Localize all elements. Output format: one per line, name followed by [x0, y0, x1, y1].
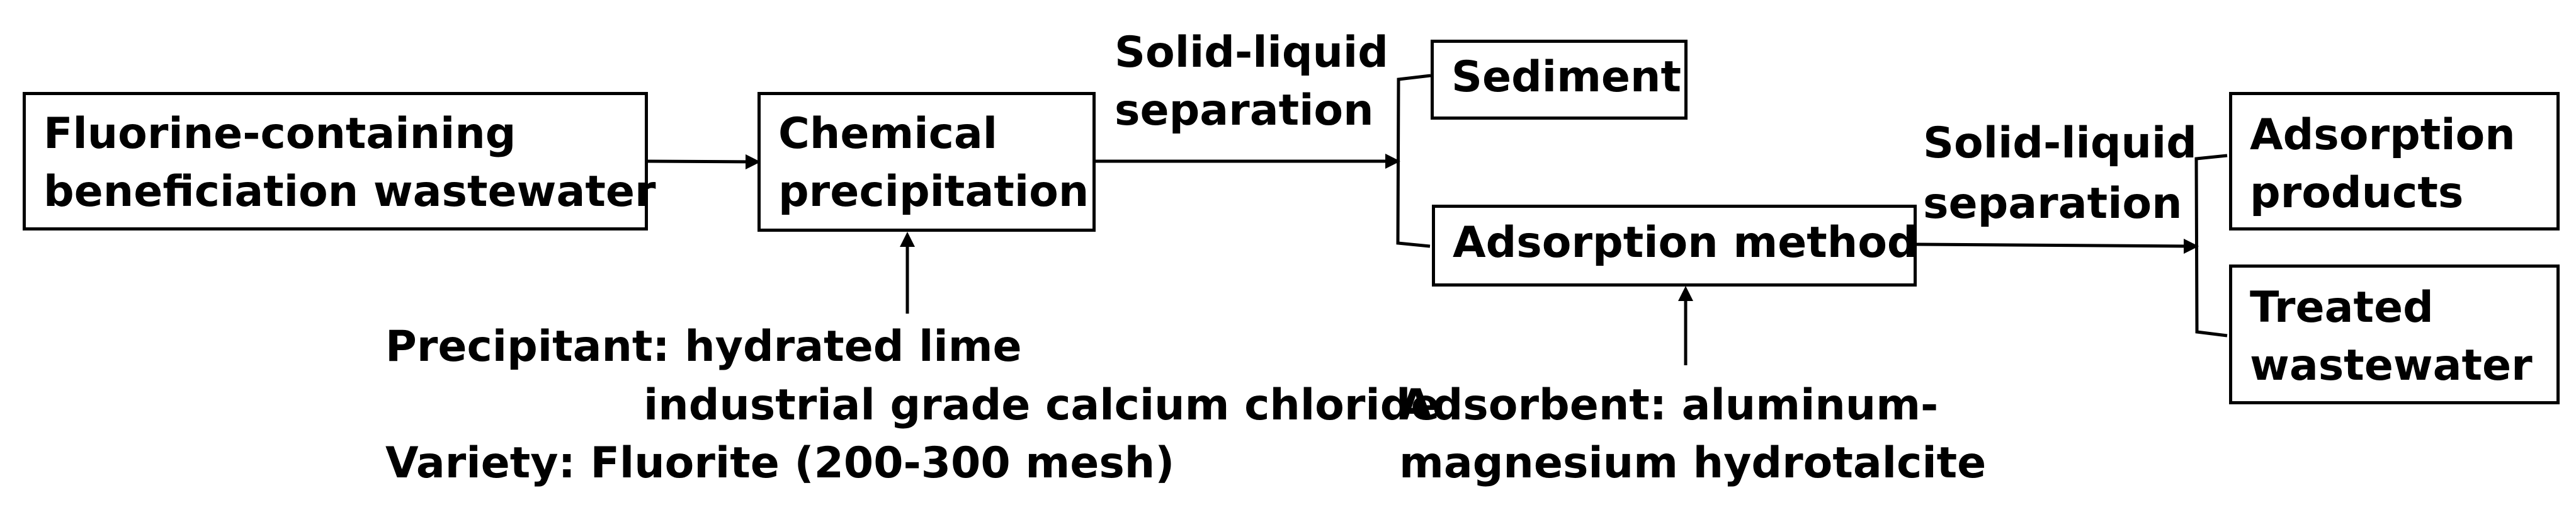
node-sediment: Sediment	[1431, 40, 1688, 120]
node-treated-wastewater-line1: Treated	[2250, 283, 2434, 333]
label-variety: Variety: Fluorite (200-300 mesh)	[385, 438, 1175, 488]
arrowhead-precipitation	[746, 154, 761, 169]
arrowhead-separation-2	[2184, 239, 2199, 254]
node-adsorption-products: Adsorption products	[2229, 92, 2560, 230]
bracket-separation-2	[2194, 154, 2228, 338]
node-chemical-precipitation-line2: precipitation	[778, 167, 1089, 217]
label-precipitant-calcium-chloride: industrial grade calcium chloride	[644, 380, 1440, 430]
node-treated-wastewater-line2: wastewater	[2250, 341, 2533, 390]
node-treated-wastewater: Treated wastewater	[2229, 265, 2560, 404]
label-separation-1-line1: Solid-liquid	[1115, 28, 1388, 77]
label-precipitant: Precipitant: hydrated lime	[385, 322, 1022, 372]
node-adsorption-products-line1: Adsorption	[2250, 110, 2516, 160]
bracket-separation-1	[1396, 74, 1431, 248]
node-adsorption-method: Adsorption method	[1432, 205, 1918, 287]
arrow-adsorption-to-separation	[1914, 242, 2193, 248]
label-separation-2-line1: Solid-liquid	[1923, 118, 2197, 168]
arrowhead-precipitant	[900, 232, 915, 247]
node-sediment-label: Sediment	[1451, 52, 1681, 102]
node-wastewater: Fluorine-containing beneficiation wastew…	[23, 92, 656, 230]
label-separation-2-line2: separation	[1923, 179, 2182, 229]
arrowhead-adsorbent	[1678, 286, 1693, 301]
label-adsorbent: Adsorbent: aluminum-	[1399, 380, 1939, 430]
node-wastewater-line2: beneficiation wastewater	[43, 167, 656, 217]
arrow-wastewater-to-precipitation	[645, 158, 757, 165]
label-separation-1-line2: separation	[1115, 86, 1374, 135]
node-adsorption-method-label: Adsorption method	[1453, 218, 1918, 268]
node-adsorption-products-line2: products	[2250, 168, 2464, 218]
node-chemical-precipitation-line1: Chemical	[778, 109, 998, 159]
node-chemical-precipitation: Chemical precipitation	[757, 92, 1096, 232]
node-wastewater-line1: Fluorine-containing	[43, 109, 516, 159]
label-adsorbent-hydrotalcite: magnesium hydrotalcite	[1399, 438, 1987, 488]
arrowhead-separation-1	[1385, 154, 1400, 169]
